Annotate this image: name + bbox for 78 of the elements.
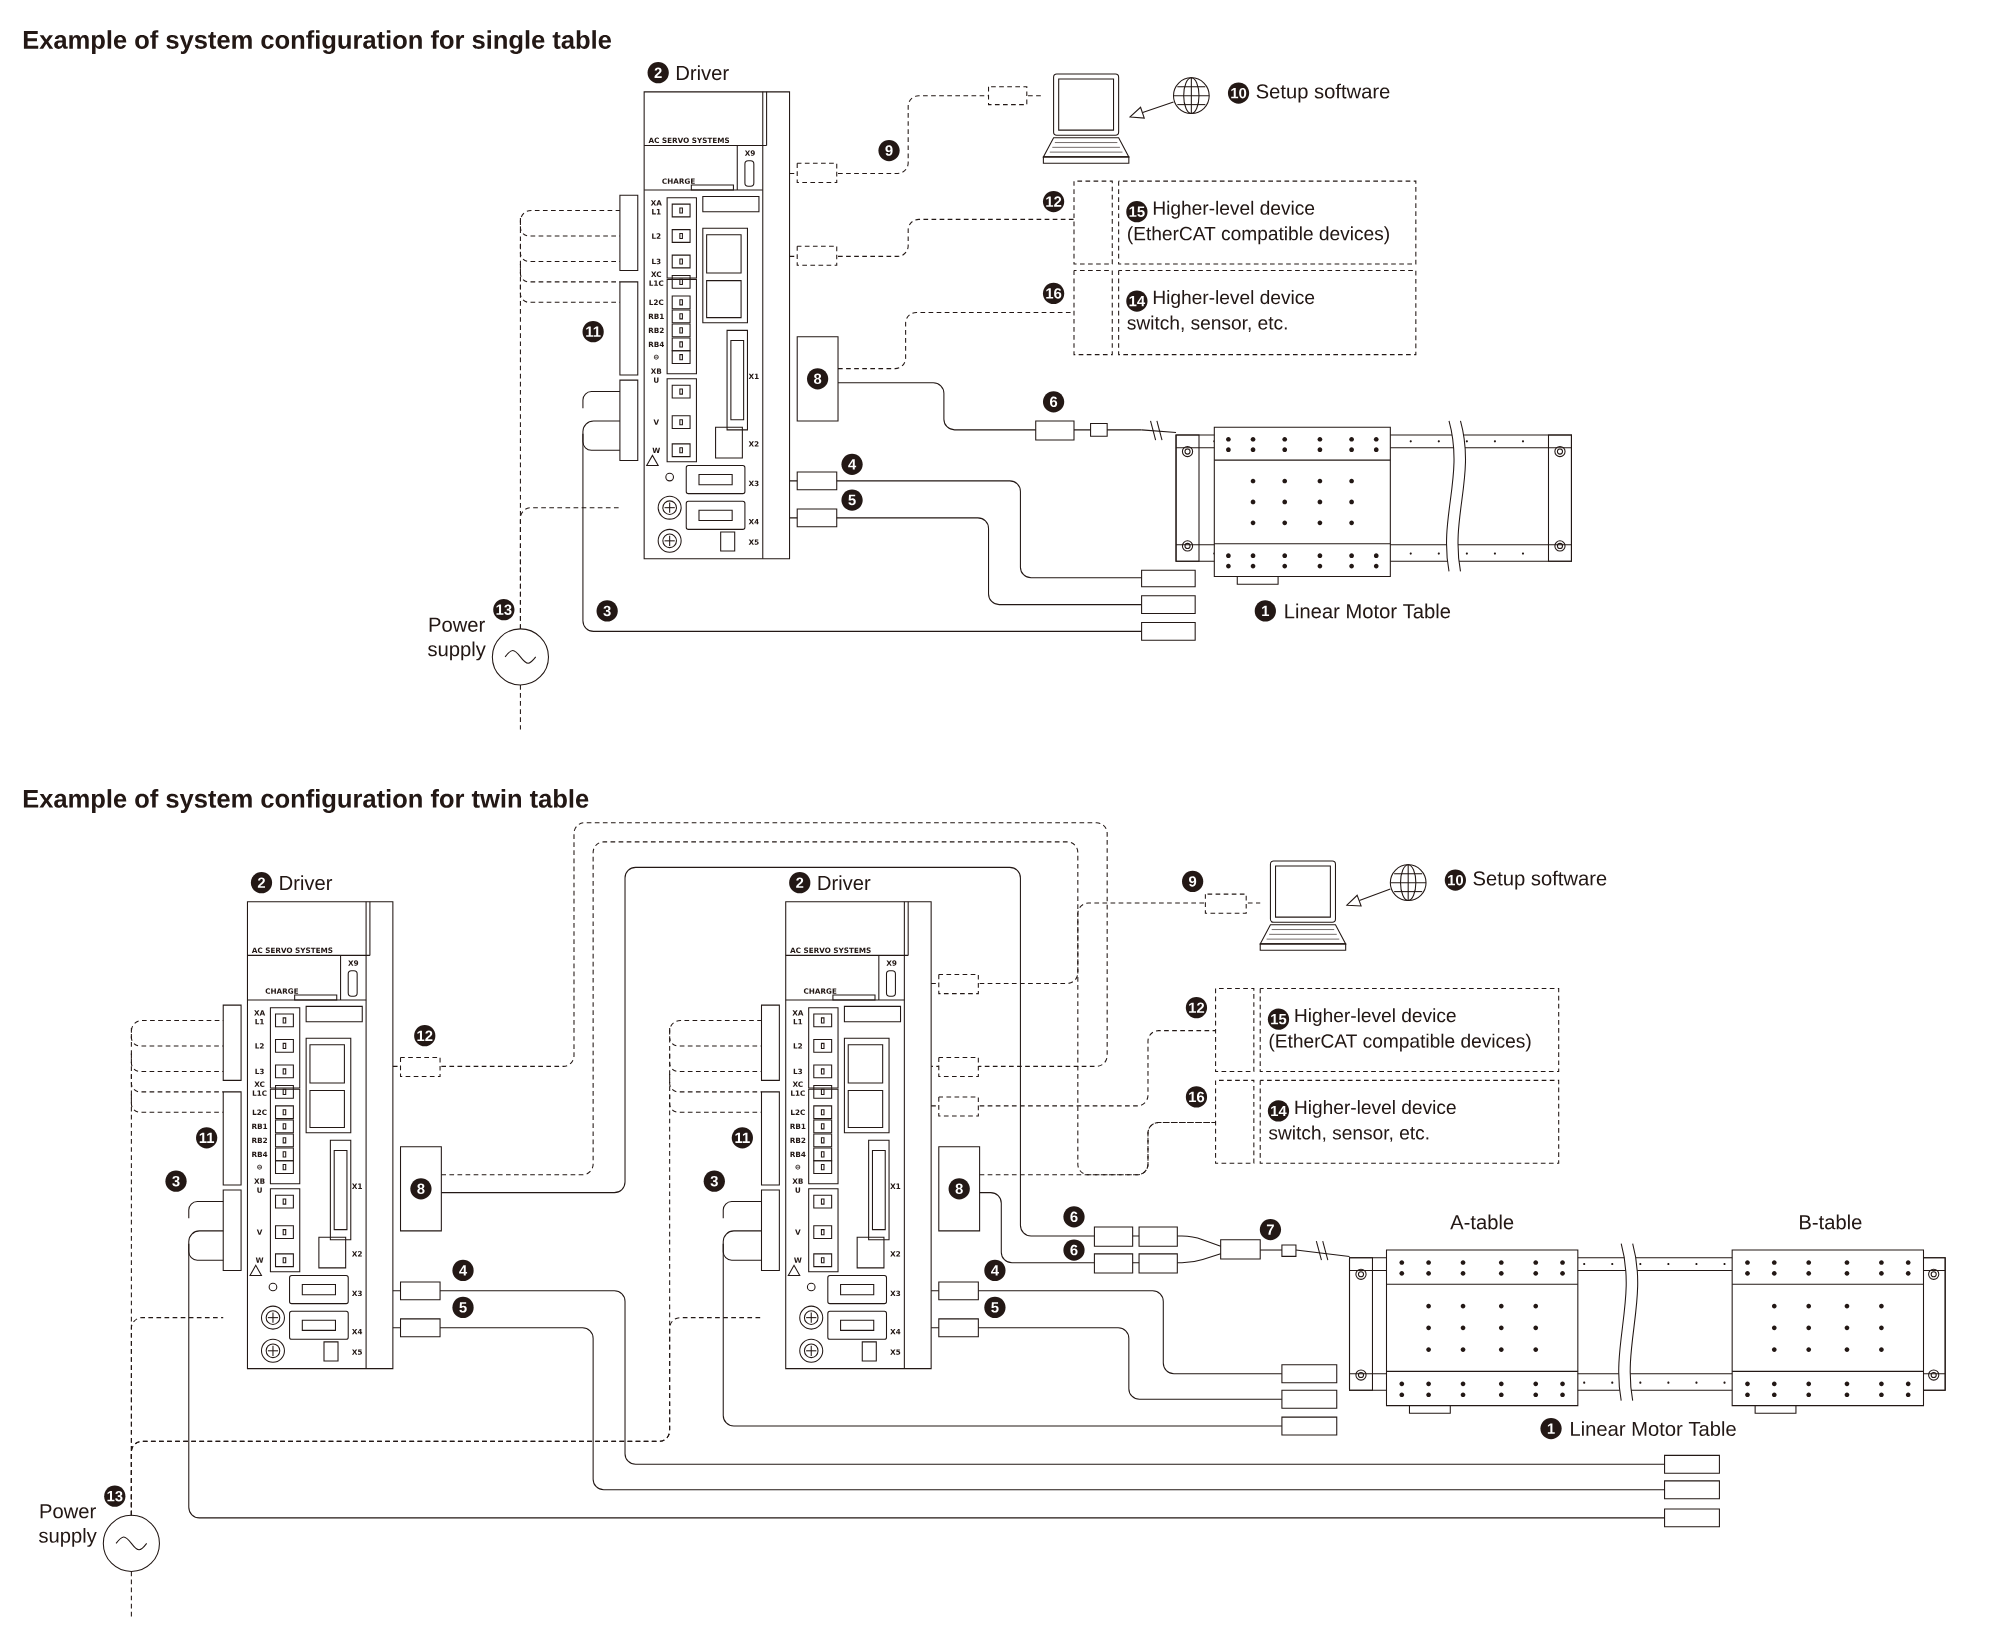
driver-label: Driver bbox=[280, 875, 333, 890]
cable bbox=[837, 311, 1075, 369]
callout-number: 2 bbox=[789, 871, 811, 894]
callout-number: 12 bbox=[1185, 996, 1208, 1019]
cable bbox=[392, 822, 1108, 1067]
callout-number: 3 bbox=[703, 1170, 725, 1192]
globe-icon bbox=[1172, 77, 1210, 114]
callout-number: 12 bbox=[414, 1024, 436, 1047]
callout-number: 5 bbox=[452, 1296, 474, 1318]
cable bbox=[930, 1327, 1283, 1400]
cable bbox=[722, 1230, 1283, 1427]
driver-drawing bbox=[760, 901, 932, 1369]
table-label: A-table bbox=[1450, 1214, 1514, 1230]
callout-number: 3 bbox=[165, 1170, 187, 1192]
heading: Example of system configuration for twin table bbox=[23, 788, 589, 813]
callout-number: 14 bbox=[1267, 1100, 1290, 1122]
connector-plug: 8 bbox=[796, 336, 839, 422]
cable bbox=[789, 218, 1075, 257]
callout-number: 4 bbox=[452, 1259, 474, 1281]
callout-number: 2 bbox=[250, 871, 273, 894]
laptop-drawing bbox=[1259, 860, 1347, 951]
driver-drawing bbox=[619, 91, 791, 560]
table-label: B-table bbox=[1800, 1214, 1862, 1230]
callout-number: 14 bbox=[1126, 290, 1148, 312]
node-label: Linear Motor Table bbox=[1571, 1421, 1736, 1436]
callout-number: 5 bbox=[984, 1296, 1006, 1318]
callout-number: 9 bbox=[878, 139, 900, 161]
callout-number: 11 bbox=[731, 1127, 753, 1149]
callout-number: 15 bbox=[1267, 1008, 1290, 1030]
cable bbox=[519, 507, 621, 630]
callout-number: 4 bbox=[841, 453, 863, 475]
node-label: Linear Motor Table bbox=[1285, 603, 1451, 619]
callout-number: 13 bbox=[104, 1485, 126, 1507]
cable bbox=[392, 1290, 1666, 1465]
connector-plug: 8 bbox=[400, 1146, 442, 1232]
cable bbox=[930, 1290, 1283, 1375]
heading: Example of system configuration for single table bbox=[23, 30, 611, 54]
callout-number: 5 bbox=[841, 489, 863, 511]
callout-number: 11 bbox=[196, 1127, 218, 1149]
callout-number: 4 bbox=[984, 1259, 1006, 1281]
driver-drawing bbox=[222, 901, 394, 1369]
callout-number: 6 bbox=[1063, 1239, 1085, 1261]
cable bbox=[789, 480, 1143, 579]
callout-number: 1 bbox=[1540, 1417, 1562, 1440]
driver-label: Driver bbox=[676, 65, 729, 80]
cable bbox=[789, 517, 1143, 605]
node-label: Power supply bbox=[428, 617, 486, 661]
callout-number: 6 bbox=[1042, 391, 1065, 413]
cable bbox=[837, 382, 1143, 431]
callout-number: 6 bbox=[1063, 1206, 1085, 1228]
callout-number: 11 bbox=[582, 320, 604, 343]
callout-number: 16 bbox=[1042, 282, 1065, 304]
connector-plug: 8 bbox=[938, 1146, 981, 1232]
callout-number: 2 bbox=[647, 61, 669, 84]
cable bbox=[392, 1327, 1666, 1491]
cable bbox=[130, 1316, 763, 1516]
cable bbox=[1259, 1249, 1283, 1251]
node-label: Power supply bbox=[39, 1504, 97, 1547]
cable bbox=[440, 841, 1217, 1176]
callout-number: 16 bbox=[1185, 1086, 1208, 1108]
callout-number: 7 bbox=[1259, 1218, 1282, 1241]
connector-plug bbox=[1220, 1239, 1261, 1260]
laptop-drawing bbox=[1042, 73, 1130, 164]
callout-number: 13 bbox=[493, 598, 515, 621]
globe-icon bbox=[1389, 864, 1427, 901]
driver-label: Driver bbox=[818, 875, 871, 890]
callout-number: 1 bbox=[1254, 600, 1276, 622]
cable bbox=[930, 1029, 1217, 1107]
callout-number: 10 bbox=[1227, 82, 1250, 104]
callout-number: 12 bbox=[1042, 190, 1065, 212]
node-caption: Setup software bbox=[1256, 83, 1390, 103]
callout-number: 9 bbox=[1182, 870, 1204, 892]
callout-number: 10 bbox=[1444, 869, 1466, 891]
node-caption: Setup software bbox=[1473, 870, 1607, 890]
callout-number: 3 bbox=[596, 600, 618, 622]
cable bbox=[440, 866, 1222, 1247]
cable bbox=[582, 420, 1143, 632]
callout-number: 15 bbox=[1126, 200, 1148, 223]
